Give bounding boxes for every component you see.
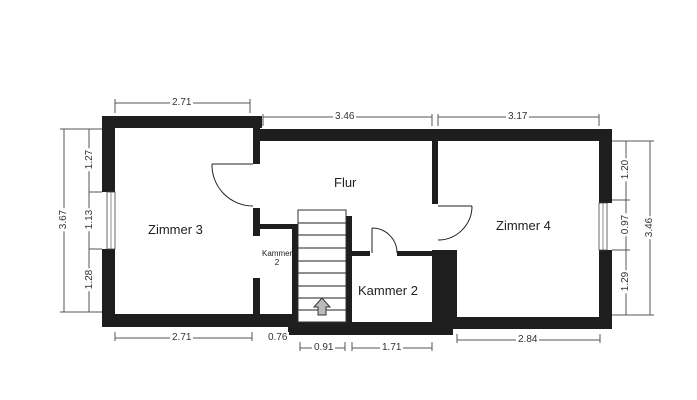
dim-right-window: 0.97 xyxy=(620,212,632,237)
window-right xyxy=(598,202,608,251)
dim-left-window: 1.13 xyxy=(84,207,96,232)
dim-top-left: 2.71 xyxy=(170,97,194,108)
dim-bottom-left: 2.71 xyxy=(170,332,194,343)
dim-right-total: 3.46 xyxy=(644,215,656,240)
window-left xyxy=(106,191,116,250)
room-label-kammer2: Kammer 2 xyxy=(358,283,418,298)
dim-left-upper: 1.27 xyxy=(84,147,96,172)
room-label-zimmer3: Zimmer 3 xyxy=(148,222,203,237)
door-zimmer4 xyxy=(437,205,473,241)
dim-top-right: 3.17 xyxy=(506,111,530,122)
staircase xyxy=(297,209,347,323)
dim-top-middle: 3.46 xyxy=(333,111,357,122)
walls xyxy=(102,116,612,335)
door-zimmer3 xyxy=(211,163,254,207)
dim-left-lower: 1.28 xyxy=(84,267,96,292)
dim-left-total: 3.67 xyxy=(58,207,70,232)
room-label-zimmer4: Zimmer 4 xyxy=(496,218,551,233)
stair-up-arrow-icon xyxy=(312,297,332,316)
kammer-small-line2: 2 xyxy=(274,258,280,267)
door-kammer2 xyxy=(371,227,398,254)
dim-bottom-171: 1.71 xyxy=(380,342,404,353)
dim-bottom-076: 0.76 xyxy=(266,332,290,343)
room-label-flur: Flur xyxy=(334,175,357,190)
dim-right-upper: 1.20 xyxy=(620,157,632,182)
dim-bottom-right: 2.84 xyxy=(516,334,540,345)
dim-right-lower: 1.29 xyxy=(620,269,632,294)
kammer-small-line1: Kammer xyxy=(262,249,293,258)
dim-bottom-091: 0.91 xyxy=(312,342,336,353)
room-label-kammer2-small: Kammer 2 xyxy=(262,249,292,267)
